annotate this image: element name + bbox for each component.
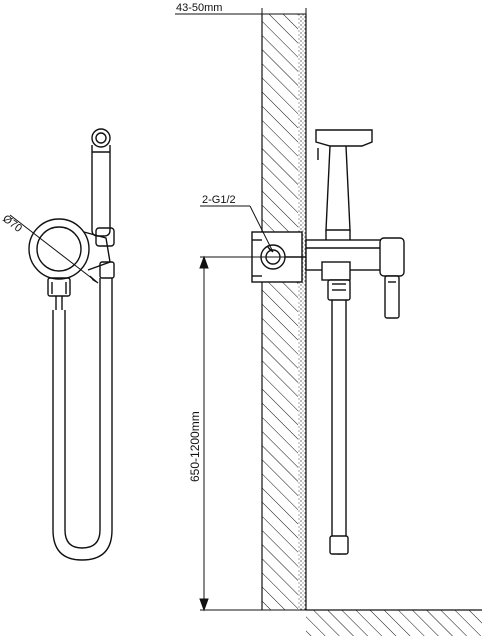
mixer-side — [306, 238, 404, 318]
connection-label: 2-G1/2 — [202, 194, 236, 206]
shower-head-side — [316, 130, 372, 240]
floor — [200, 610, 482, 636]
wall — [262, 14, 306, 610]
diameter-label: Ø70 — [0, 213, 24, 235]
front-view — [29, 129, 114, 560]
hose-side — [328, 280, 350, 554]
hose-front — [53, 278, 112, 560]
wall-thickness-label: 43-50mm — [176, 2, 222, 14]
shower-head-front — [92, 129, 114, 246]
height-label: 650-1200mm — [188, 411, 202, 482]
